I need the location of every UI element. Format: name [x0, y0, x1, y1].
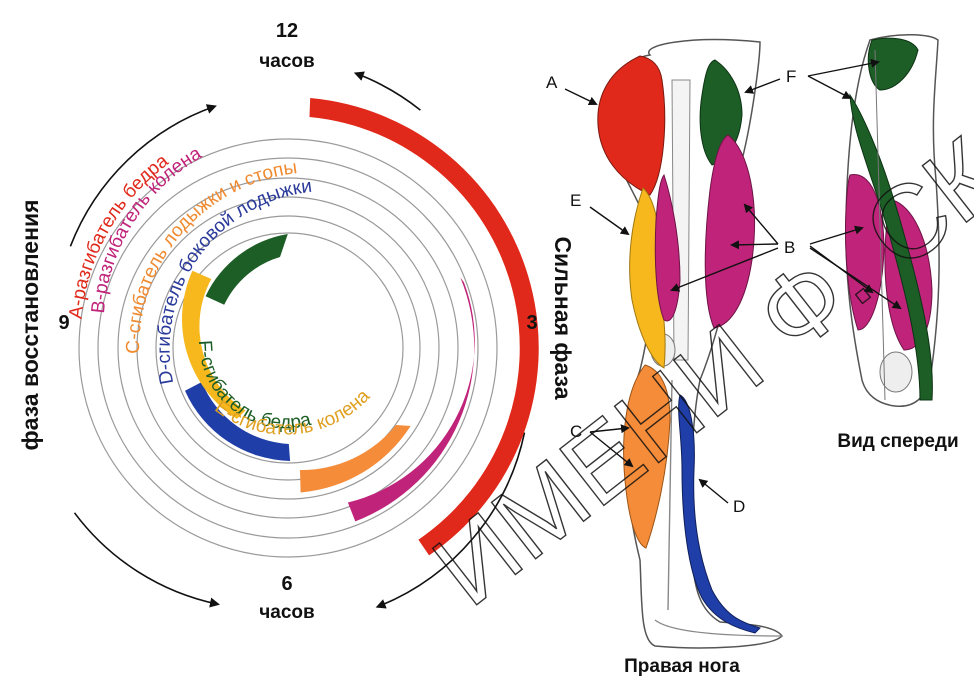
pointer-A	[565, 89, 596, 104]
clock-3-number: 3	[526, 312, 537, 334]
letter-A: A	[546, 73, 558, 92]
pointer-F-front-2	[808, 76, 850, 98]
clock-6-word: часов	[259, 602, 314, 623]
clock-12-word: часов	[259, 51, 314, 72]
caption-front-view: Вид спереди	[837, 431, 958, 452]
arc-F-hip-flexor	[206, 234, 288, 305]
letter-F: F	[786, 67, 796, 86]
caption-side-view: Правая нога	[624, 656, 740, 677]
clock-9-number: 9	[58, 312, 69, 334]
arrow-lower-left	[75, 513, 219, 604]
clock-12-number: 12	[276, 20, 298, 42]
clock-6-number: 6	[281, 573, 292, 595]
letter-D: D	[733, 497, 745, 516]
recovery-phase-label: фаза восстановления	[17, 199, 43, 450]
arrow-upper-right	[356, 73, 421, 110]
pointer-D	[700, 480, 728, 503]
pointer-E	[590, 207, 628, 234]
pointer-B-2	[732, 244, 778, 245]
muscle-A-shape	[598, 56, 665, 195]
letter-E: E	[570, 191, 581, 210]
power-phase-label: Сильная фаза	[550, 236, 576, 399]
